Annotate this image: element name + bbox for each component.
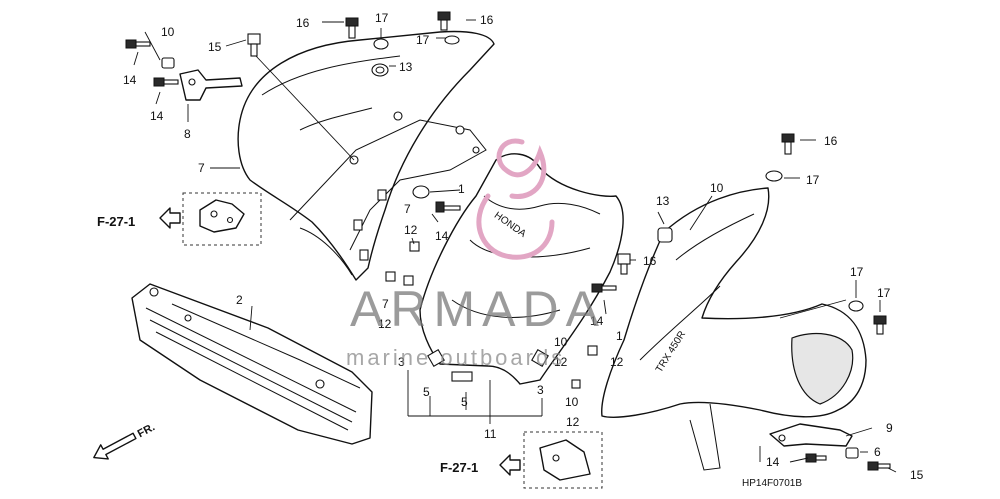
callout-number: 10 bbox=[710, 181, 724, 195]
brand-watermark: ARMADA marine outboards bbox=[346, 138, 606, 370]
arrow-left-icon bbox=[499, 454, 521, 476]
callout-numbers: 10 14 14 8 15 7 16 17 17 13 16 2 1 7 14 … bbox=[123, 11, 924, 482]
callout-number: 3 bbox=[537, 383, 544, 397]
bolt-icon bbox=[805, 453, 827, 463]
callout-number: 1 bbox=[616, 329, 623, 343]
clip-icon bbox=[617, 253, 631, 275]
reference-label: F-27-1 bbox=[440, 460, 478, 475]
bracket-part-8 bbox=[179, 69, 243, 101]
callout-number: 14 bbox=[435, 229, 449, 243]
callout-number: 17 bbox=[850, 265, 864, 279]
callout-number: 8 bbox=[184, 127, 191, 141]
clip-icon bbox=[571, 379, 581, 389]
diagram-code: HP14F0701B bbox=[742, 478, 802, 489]
front-fender-part bbox=[237, 30, 495, 281]
fasteners bbox=[125, 11, 891, 471]
callout-number: 10 bbox=[161, 25, 175, 39]
bracket-part-9 bbox=[769, 423, 853, 447]
callout-number: 14 bbox=[766, 455, 780, 469]
callout-number: 17 bbox=[877, 286, 891, 300]
reference-box-left bbox=[159, 192, 262, 246]
callout-number: 1 bbox=[458, 182, 465, 196]
leader-lines bbox=[133, 19, 897, 473]
clip-icon bbox=[412, 185, 430, 199]
callout-number: 16 bbox=[643, 254, 657, 268]
callout-number: 11 bbox=[484, 427, 497, 441]
grommet-icon bbox=[444, 35, 460, 45]
clip-icon bbox=[403, 275, 414, 286]
grommet-icon bbox=[371, 63, 389, 77]
bolt-icon bbox=[125, 39, 151, 49]
brand-watermark-swirl bbox=[476, 138, 555, 260]
callout-number: 7 bbox=[404, 202, 411, 216]
watermark-brand: ARMADA bbox=[350, 281, 606, 337]
callout-number: 9 bbox=[886, 421, 893, 435]
callout-number: 12 bbox=[404, 223, 418, 237]
callout-number: 17 bbox=[375, 11, 389, 25]
bolt-icon bbox=[345, 17, 359, 39]
bolt-icon bbox=[437, 11, 451, 31]
callout-number: 14 bbox=[150, 109, 164, 123]
callout-number: 5 bbox=[461, 395, 468, 409]
callout-number: 14 bbox=[123, 73, 137, 87]
callout-number: 13 bbox=[656, 194, 670, 208]
bolt-icon bbox=[781, 133, 795, 155]
bolt-icon bbox=[591, 283, 617, 293]
callout-number: 7 bbox=[198, 161, 205, 175]
arrow-left-icon bbox=[159, 207, 181, 229]
callout-number: 6 bbox=[874, 445, 881, 459]
grommet-icon bbox=[765, 170, 783, 182]
grommet-icon bbox=[657, 227, 673, 243]
callout-number: 10 bbox=[554, 335, 568, 349]
callout-number: 15 bbox=[910, 468, 924, 482]
reference-box-bottom bbox=[499, 431, 603, 489]
callout-number: 10 bbox=[565, 395, 579, 409]
callout-number: 16 bbox=[480, 13, 494, 27]
callout-number: 12 bbox=[554, 355, 568, 369]
clip-icon bbox=[247, 33, 261, 57]
clip-icon bbox=[409, 241, 420, 252]
callout-number: 16 bbox=[824, 134, 838, 148]
nut-icon bbox=[161, 57, 175, 69]
bolt-icon bbox=[435, 201, 461, 213]
front-cover-part: HONDA bbox=[419, 153, 624, 385]
callout-number: 17 bbox=[416, 33, 430, 47]
callout-number: 17 bbox=[806, 173, 820, 187]
callout-number: 12 bbox=[610, 355, 624, 369]
callout-number: 12 bbox=[566, 415, 580, 429]
reference-label: F-27-1 bbox=[97, 214, 135, 229]
bolt-icon bbox=[873, 315, 887, 335]
callout-number: 12 bbox=[378, 317, 392, 331]
bolt-icon bbox=[867, 461, 891, 471]
callout-number: 16 bbox=[296, 16, 310, 30]
callout-number: 7 bbox=[382, 297, 389, 311]
clip-icon bbox=[385, 271, 396, 282]
side-cover-part: TRX 450R bbox=[601, 187, 867, 471]
clip-icon bbox=[587, 345, 598, 356]
radiator-grille-part bbox=[131, 283, 373, 445]
bolt-icon bbox=[153, 77, 179, 87]
watermark-tagline: marine outboards bbox=[346, 345, 565, 370]
nut-icon bbox=[845, 447, 859, 459]
callout-number: 3 bbox=[398, 355, 405, 369]
grommet-icon bbox=[848, 300, 864, 312]
front-arrow-icon: FR. bbox=[93, 421, 157, 460]
callout-number: 15 bbox=[208, 40, 222, 54]
svg-text:FR.: FR. bbox=[136, 421, 157, 440]
callout-number: 5 bbox=[423, 385, 430, 399]
callout-number: 13 bbox=[399, 60, 413, 74]
callout-number: 14 bbox=[590, 314, 604, 328]
grommet-icon bbox=[373, 38, 389, 50]
callout-number: 2 bbox=[236, 293, 243, 307]
